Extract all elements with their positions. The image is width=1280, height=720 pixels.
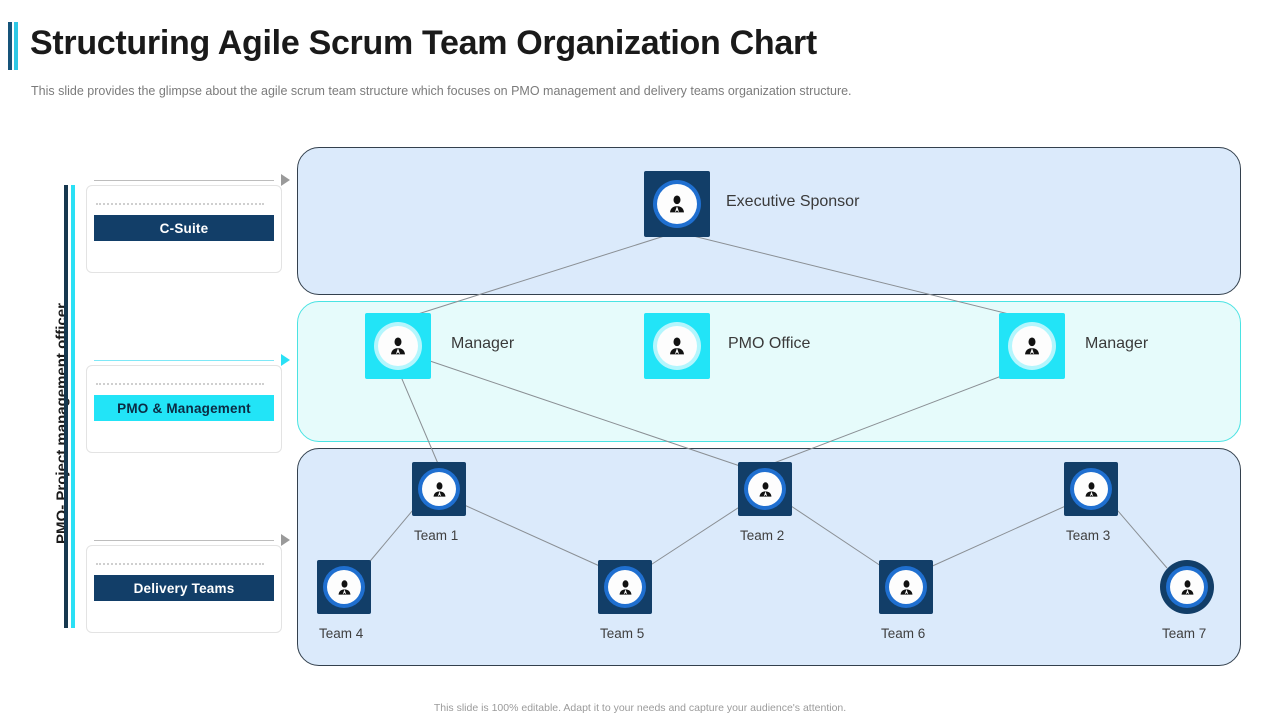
legend-dotted-line [96, 383, 264, 385]
person-icon [1012, 326, 1052, 366]
node-icon-background [644, 313, 710, 379]
legend-label-c-suite: C-Suite [94, 215, 274, 241]
person-silhouette [391, 337, 405, 355]
person-silhouette [338, 579, 350, 595]
node-label-team-6: Team 6 [881, 626, 926, 641]
arrow-right-icon [281, 534, 290, 546]
node-label-manager-right: Manager [1085, 335, 1149, 352]
legend-card-pmo-management[interactable]: PMO & Management [86, 354, 290, 453]
legend-arrow-line [94, 180, 274, 181]
page-subtitle: This slide provides the glimpse about th… [31, 84, 852, 98]
footer-note: This slide is 100% editable. Adapt it to… [433, 702, 847, 714]
person-icon [422, 472, 456, 506]
vertical-bar-cyan [71, 185, 75, 628]
panel-c-suite [297, 147, 1241, 295]
person-icon [657, 184, 697, 224]
person-silhouette [670, 337, 684, 355]
person-icon [608, 570, 642, 604]
node-label-team-1: Team 1 [414, 528, 459, 543]
node-icon-background [644, 171, 710, 237]
page-title: Structuring Agile Scrum Team Organizatio… [30, 24, 817, 62]
node-label-manager-left: Manager [451, 335, 515, 352]
person-silhouette [433, 481, 445, 497]
person-icon [378, 326, 418, 366]
person-silhouette [619, 579, 631, 595]
node-label-team-3: Team 3 [1066, 528, 1111, 543]
person-icon [748, 472, 782, 506]
node-label-team-5: Team 5 [600, 626, 645, 641]
accent-bar-dark [8, 22, 12, 70]
node-icon-background [317, 560, 371, 614]
legend-label-pmo-management: PMO & Management [94, 395, 274, 421]
arrow-right-icon [281, 174, 290, 186]
accent-bar-cyan [14, 22, 18, 70]
node-icon-background [1064, 462, 1118, 516]
person-silhouette [1181, 579, 1193, 595]
node-icon-background [1160, 560, 1214, 614]
node-icon-background [999, 313, 1065, 379]
node-icon-background [412, 462, 466, 516]
person-silhouette [1025, 337, 1039, 355]
panel-pmo-management [297, 301, 1241, 442]
person-silhouette [670, 195, 684, 213]
legend-card-delivery-teams[interactable]: Delivery Teams [86, 534, 290, 633]
node-icon-background [598, 560, 652, 614]
legend-arrow-line [94, 360, 274, 361]
legend-dotted-line [96, 203, 264, 205]
person-icon [1170, 570, 1204, 604]
person-icon [327, 570, 361, 604]
person-icon [657, 326, 697, 366]
person-silhouette [900, 579, 912, 595]
node-icon-background [365, 313, 431, 379]
person-icon [889, 570, 923, 604]
node-label-executive-sponsor: Executive Sponsor [726, 193, 860, 210]
person-silhouette [759, 481, 771, 497]
legend-arrow-line [94, 540, 274, 541]
vertical-accent-bars [64, 185, 76, 628]
node-label-team-2: Team 2 [740, 528, 785, 543]
person-silhouette [1085, 481, 1097, 497]
vertical-bar-dark [64, 185, 68, 628]
legend-dotted-line [96, 563, 264, 565]
node-label-pmo-office: PMO Office [728, 335, 811, 352]
legend-label-delivery-teams: Delivery Teams [94, 575, 274, 601]
node-label-team-7: Team 7 [1162, 626, 1207, 641]
person-icon [1074, 472, 1108, 506]
node-icon-background [879, 560, 933, 614]
arrow-right-icon [281, 354, 290, 366]
node-label-team-4: Team 4 [319, 626, 364, 641]
node-icon-background [738, 462, 792, 516]
legend-card-c-suite[interactable]: C-Suite [86, 174, 290, 273]
title-accent-bar [8, 22, 18, 70]
